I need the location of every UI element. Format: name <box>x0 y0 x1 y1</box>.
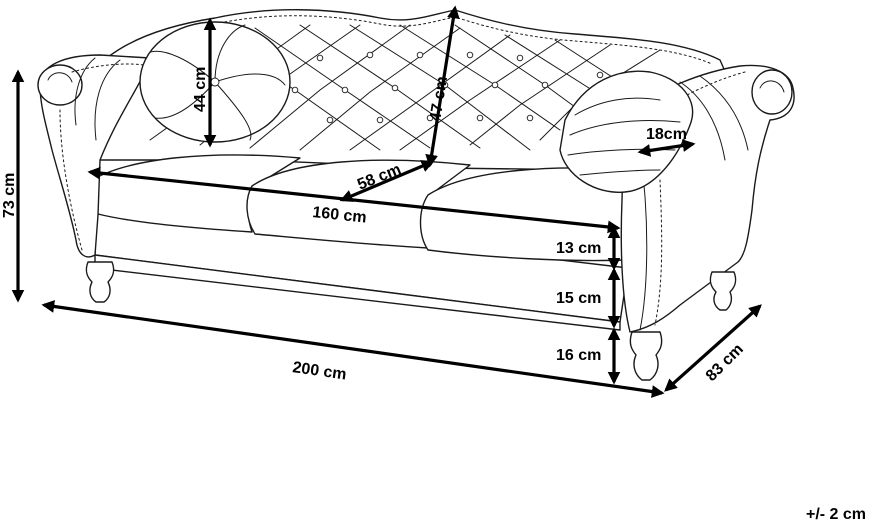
right-arm-scroll <box>751 69 793 115</box>
label-height-total: 73 cm <box>1 173 18 218</box>
arm-nailheads <box>59 63 746 326</box>
label-seat-width: 160 cm <box>312 204 368 227</box>
leg-front-left <box>85 261 115 303</box>
label-backrest-height: 47 cm <box>427 75 451 122</box>
label-armrest-width: 18cm <box>646 126 687 143</box>
label-seat-frame-height: 15 cm <box>556 290 601 307</box>
leg-front-right <box>629 331 663 381</box>
leg-back-right <box>709 271 737 311</box>
dim-line-seat-depth <box>339 160 435 202</box>
roll-pillow <box>559 70 694 193</box>
label-leg-height: 16 cm <box>556 347 601 364</box>
tolerance-note: +/- 2 cm <box>805 506 866 523</box>
round-pillow <box>139 21 291 143</box>
dimension-lines <box>11 5 762 398</box>
dim-line-depth-total <box>664 304 762 392</box>
left-arm-scroll <box>37 64 83 106</box>
label-depth-total: 83 cm <box>703 341 747 385</box>
dim-line-length-total <box>41 300 665 398</box>
label-seat-cushion-height: 13 cm <box>556 240 601 257</box>
label-cushion-height: 44 cm <box>192 67 209 112</box>
sofa-illustration <box>37 9 795 381</box>
label-length-total: 200 cm <box>291 359 347 383</box>
left-armrest <box>39 54 151 258</box>
dim-line-armrest-width <box>637 139 696 157</box>
dim-line-backrest-height <box>425 5 460 168</box>
